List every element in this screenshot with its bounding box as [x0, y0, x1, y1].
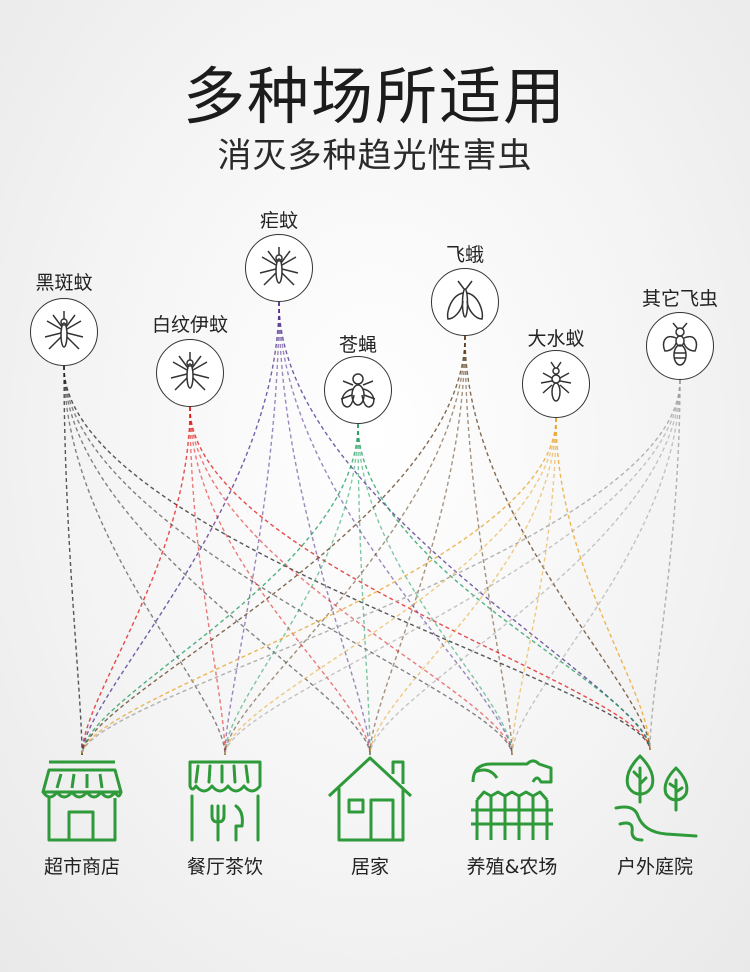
connector-line: [511, 379, 681, 756]
page-title: 多种场所适用: [182, 60, 567, 133]
connector-line: [649, 379, 681, 751]
place-house: 居家: [310, 752, 430, 879]
connector-line: [81, 335, 466, 756]
connector-line: [357, 423, 651, 751]
insect-label-anopheles: 疟蚊: [259, 210, 299, 232]
place-restaurant: 餐厅茶饮: [165, 752, 285, 879]
connector-line: [189, 406, 513, 756]
connector-line: [63, 365, 83, 756]
wasp-icon: [646, 312, 714, 380]
restaurant-icon: [188, 760, 262, 842]
termite-icon: [522, 350, 590, 418]
connector-line: [189, 406, 651, 751]
connector-line: [63, 365, 226, 756]
place-label-garden: 户外庭院: [616, 856, 693, 878]
place-label-farm: 养殖&农场: [466, 856, 558, 878]
insect-label-termite: 大水蚁: [527, 328, 585, 350]
insect-label-black-spot: 黑斑蚊: [35, 272, 93, 294]
mosquito-icon: [156, 339, 224, 407]
place-store: 超市商店: [22, 752, 142, 879]
mosquito-icon: [245, 234, 313, 302]
connector-line: [357, 423, 371, 756]
insect-label-white-stripe: 白纹伊蚊: [151, 314, 229, 336]
insect-label-other: 其它飞虫: [641, 288, 719, 310]
connector-line: [369, 379, 681, 756]
connector-line: [81, 301, 280, 756]
connector-line: [224, 423, 359, 756]
connector-line: [63, 365, 651, 751]
connector-line: [224, 417, 557, 756]
connector-line: [511, 417, 557, 756]
connector-line: [224, 335, 466, 756]
place-farm: 养殖&农场: [452, 752, 572, 879]
connector-line: [369, 335, 466, 756]
connector-line: [81, 417, 557, 756]
insect-label-moth: 飞蛾: [445, 244, 485, 266]
connector-line: [369, 417, 557, 756]
connector-line: [555, 417, 651, 751]
page-subtitle: 消灭多种趋光性害虫: [217, 136, 533, 176]
place-label-store: 超市商店: [43, 856, 120, 878]
insect-label-fly: 苍蝇: [338, 334, 378, 356]
connector-line: [224, 379, 681, 756]
place-label-house: 居家: [350, 856, 389, 878]
connector-line: [224, 301, 280, 756]
place-label-restaurant: 餐厅茶饮: [186, 856, 263, 878]
connector-line: [189, 406, 371, 756]
connector-line: [464, 335, 651, 751]
fly-icon: [324, 356, 392, 424]
connector-line: [63, 365, 371, 756]
mosquito-icon: [30, 298, 98, 366]
place-garden: 户外庭院: [595, 752, 715, 879]
moth-icon: [431, 268, 499, 336]
garden-icon: [614, 754, 698, 842]
connector-line: [63, 365, 513, 756]
store-icon: [41, 760, 123, 842]
connector-line: [357, 423, 513, 756]
house-icon: [327, 756, 413, 842]
connector-line: [189, 406, 226, 756]
connector-line: [278, 301, 513, 756]
connector-line: [81, 406, 191, 756]
connector-line: [278, 301, 651, 751]
connector-line: [81, 379, 681, 756]
farm-icon: [471, 759, 553, 840]
